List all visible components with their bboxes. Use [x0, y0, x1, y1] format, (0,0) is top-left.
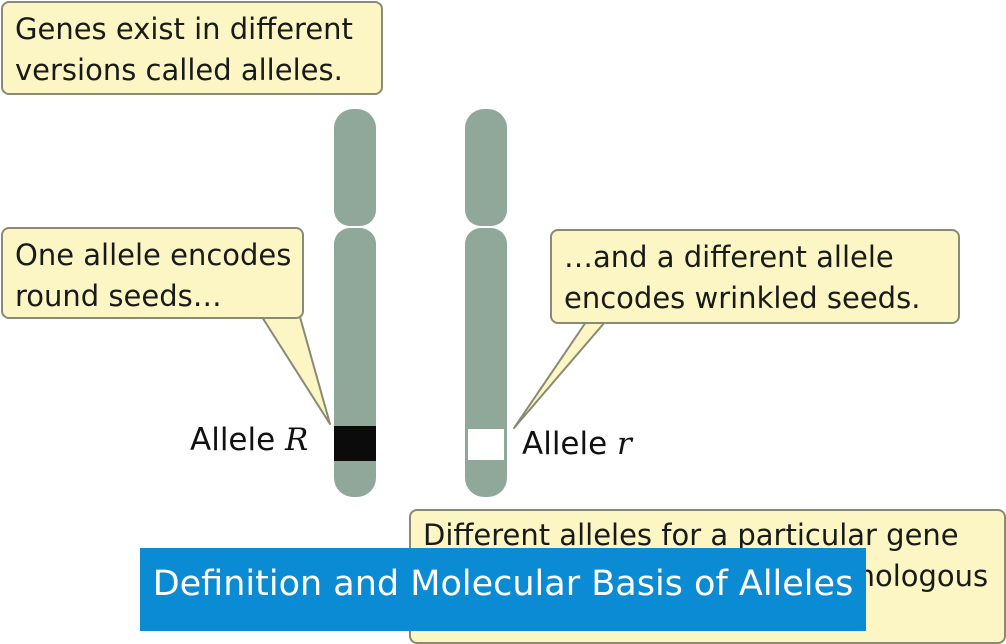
allele-R-label: Allele R: [190, 422, 308, 458]
allele-prefix: Allele: [522, 426, 618, 462]
left-chromosome-short-arm: [334, 109, 376, 226]
callout-round-seeds: One allele encodes round seeds…: [1, 227, 304, 319]
right-chromosome-short-arm: [465, 109, 507, 226]
allele-symbol: R: [285, 422, 309, 458]
callout-line: One allele encodes: [15, 238, 292, 272]
allele-r-band: [465, 426, 507, 463]
banner-title: Definition and Molecular Basis of Allele…: [152, 564, 854, 604]
title-banner: Definition and Molecular Basis of Allele…: [140, 548, 866, 631]
callout-line: Different alleles for a particular gene: [423, 518, 959, 552]
callout-line: round seeds…: [15, 279, 222, 313]
round-seeds-tail: [261, 316, 331, 425]
callout-genes-exist: Genes exist in different versions called…: [1, 1, 383, 95]
callout-line: encodes wrinkled seeds.: [564, 281, 921, 315]
callout-line: …and a different allele: [564, 240, 894, 274]
callout-line: Genes exist in different: [15, 12, 353, 46]
allele-r-label: Allele r: [522, 426, 632, 462]
wrinkled-seeds-tail: [513, 321, 606, 429]
callout-line: versions called alleles.: [15, 53, 343, 87]
allele-symbol: r: [617, 426, 632, 462]
allele-prefix: Allele: [190, 422, 286, 458]
callout-wrinkled-seeds: …and a different allele encodes wrinkled…: [550, 229, 960, 324]
allele-R-band: [334, 426, 376, 461]
